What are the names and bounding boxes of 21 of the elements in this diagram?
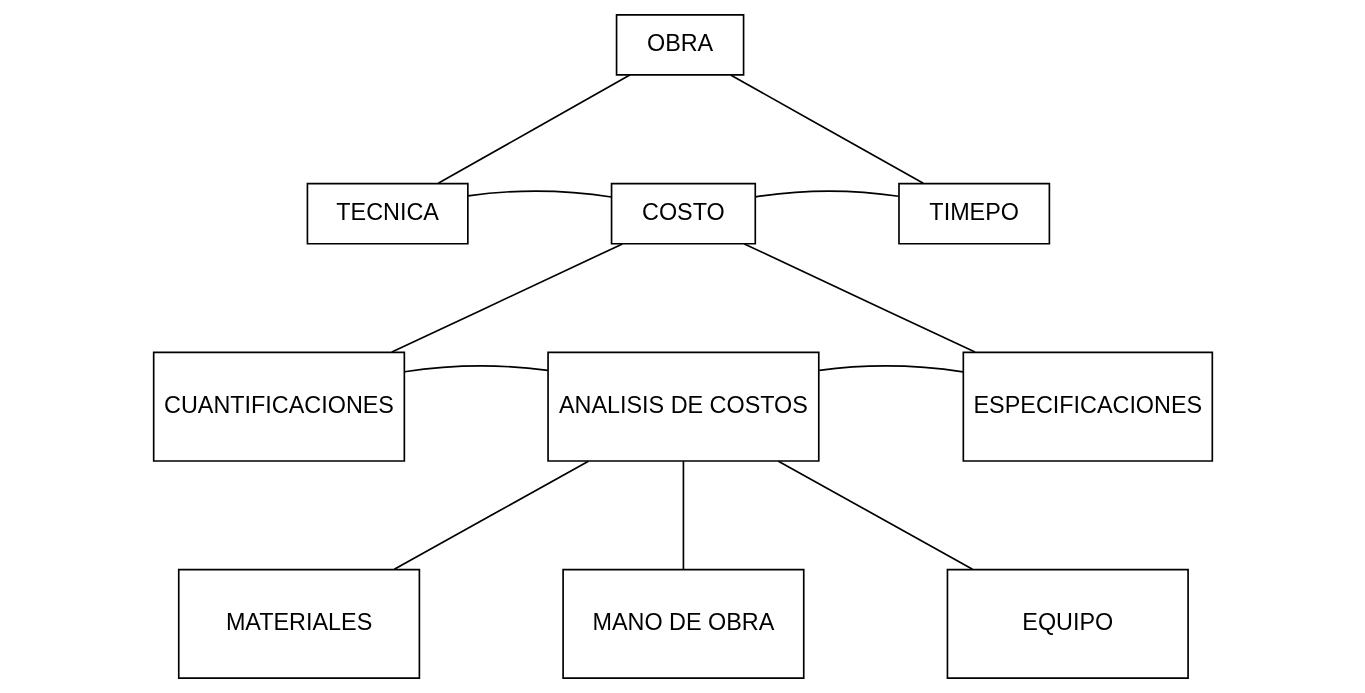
node-box: MATERIALES — [177, 568, 420, 680]
connector — [777, 460, 973, 571]
connector — [743, 243, 976, 353]
node-box: CUANTIFICACIONES — [152, 351, 405, 462]
connector — [817, 365, 964, 373]
connector — [403, 365, 549, 373]
connector — [754, 190, 899, 198]
node-box: EQUIPO — [946, 568, 1189, 680]
node-box: ESPECIFICACIONES — [962, 351, 1213, 462]
node-box: MANO DE OBRA — [561, 568, 805, 680]
connector — [466, 190, 612, 198]
connector — [390, 243, 623, 353]
connector — [682, 460, 684, 571]
connector — [729, 74, 924, 185]
connector — [436, 74, 631, 185]
node-box: TECNICA — [306, 182, 469, 245]
node-box: COSTO — [610, 182, 756, 245]
connector — [393, 460, 589, 571]
node-box: ANALISIS DE COSTOS — [546, 351, 820, 462]
node-box: TIMEPO — [897, 182, 1050, 245]
node-box: OBRA — [615, 13, 744, 76]
